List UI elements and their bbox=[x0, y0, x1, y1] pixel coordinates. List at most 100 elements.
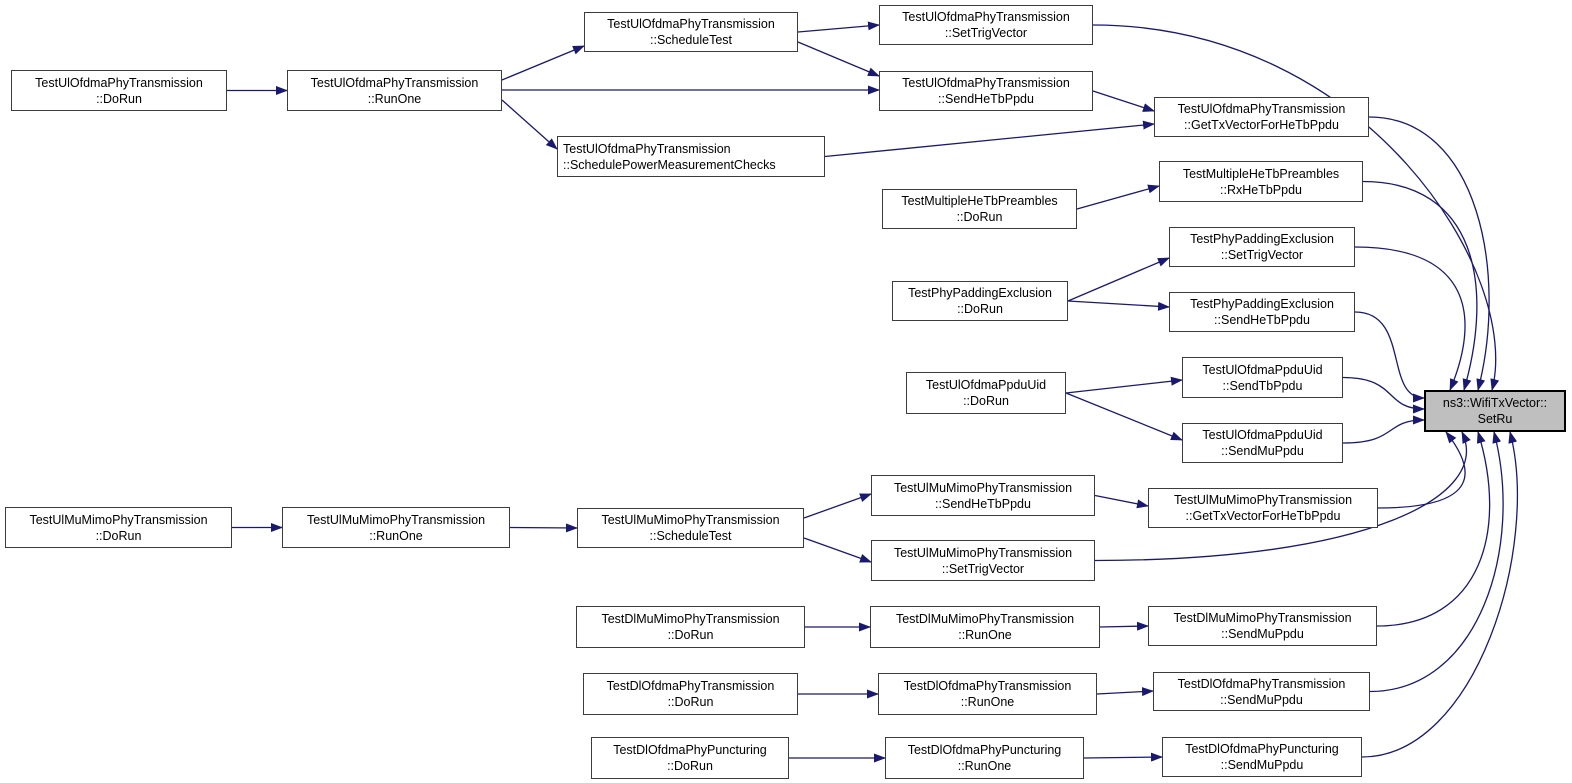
node-label-line2: ::DoRun bbox=[667, 628, 714, 642]
node-label-line1: TestUlOfdmaPpduUid bbox=[1202, 428, 1323, 442]
edge-ppduuid_dorun-ppduuid_sendmuppdu bbox=[1065, 392, 1183, 441]
edge-preambles_rxhetbppdu-setru bbox=[1362, 180, 1478, 391]
node-label-line1: TestDlOfdmaPhyTransmission bbox=[1177, 676, 1346, 691]
edge-ppduuid_sendtbppdu-setru bbox=[1342, 376, 1425, 414]
node-preambles_dorun[interactable]: TestMultipleHeTbPreambles::DoRun bbox=[882, 189, 1077, 229]
node-label-line1: TestDlMuMimoPhyTransmission bbox=[1173, 611, 1352, 625]
node-ulofdma_runone[interactable]: TestUlOfdmaPhyTransmission::RunOne bbox=[287, 70, 502, 111]
edge-puncturing_runone-puncturing_sendmuppdu bbox=[1083, 752, 1163, 762]
node-puncturing_sendmuppdu[interactable]: TestDlOfdmaPhyPuncturing::SendMuPpdu bbox=[1162, 737, 1362, 777]
node-label-line1: TestDlOfdmaPhyTransmission bbox=[606, 679, 775, 693]
edge-ulmumimo_settrigvector-setru bbox=[1094, 431, 1471, 562]
edge-ulofdma_scheduletest-ulofdma_settrigvector bbox=[797, 21, 880, 33]
edge-ulofdma_runone-ulofdma_scheduletest bbox=[501, 45, 585, 81]
node-label-line2: ::SetTrigVector bbox=[944, 26, 1028, 40]
node-label-line1: TestUlMuMimoPhyTransmission bbox=[1173, 493, 1353, 507]
edge-dlofdma_runone-dlofdma_sendmuppdu bbox=[1096, 687, 1154, 697]
node-dlmumimo_runone[interactable]: TestDlMuMimoPhyTransmission::RunOne bbox=[870, 606, 1100, 648]
node-ppduuid_dorun[interactable]: TestUlOfdmaPpduUid::DoRun bbox=[906, 372, 1066, 414]
node-label-line2: ::SchedulePowerMeasurementChecks bbox=[563, 157, 776, 172]
node-ulmumimo_gettxvector[interactable]: TestUlMuMimoPhyTransmission::GetTxVector… bbox=[1148, 488, 1378, 528]
node-label-line2: ::SendMuPpdu bbox=[1221, 444, 1304, 458]
node-label-line1: TestDlOfdmaPhyPuncturing bbox=[907, 743, 1062, 757]
node-dlmumimo_sendmuppdu[interactable]: TestDlMuMimoPhyTransmission::SendMuPpdu bbox=[1148, 606, 1377, 646]
node-label-line2: ::DoRun bbox=[956, 210, 1003, 224]
node-label-line1: TestUlOfdmaPhyTransmission bbox=[902, 76, 1070, 90]
node-ppduuid_sendtbppdu[interactable]: TestUlOfdmaPpduUid::SendTbPpdu bbox=[1182, 357, 1343, 398]
node-label-line1: ns3::WifiTxVector:: bbox=[1442, 396, 1548, 410]
node-ulmumimo_scheduletest[interactable]: TestUlMuMimoPhyTransmission::ScheduleTes… bbox=[577, 508, 804, 548]
node-label-line2: ::SendHeTbPpdu bbox=[935, 496, 1031, 511]
node-label-line1: TestUlOfdmaPpduUid bbox=[1202, 362, 1323, 377]
node-label-line1: TestDlOfdmaPhyPuncturing bbox=[1185, 742, 1339, 756]
node-label-line2: ::ScheduleTest bbox=[649, 529, 732, 543]
node-ulmumimo_sendhetbppdu[interactable]: TestUlMuMimoPhyTransmission::SendHeTbPpd… bbox=[871, 475, 1095, 516]
node-dlofdma_dorun[interactable]: TestDlOfdmaPhyTransmission::DoRun bbox=[583, 673, 798, 715]
node-label-line1: TestPhyPaddingExclusion bbox=[1190, 232, 1334, 246]
node-ulofdma_dorun[interactable]: TestUlOfdmaPhyTransmission::DoRun bbox=[11, 70, 227, 111]
node-label-line2: ::RunOne bbox=[958, 628, 1012, 642]
node-label-line2: ::GetTxVectorForHeTbPpdu bbox=[1184, 118, 1339, 132]
node-padding_dorun[interactable]: TestPhyPaddingExclusion::DoRun bbox=[892, 281, 1068, 321]
node-padding_sendhetbppdu[interactable]: TestPhyPaddingExclusion::SendHeTbPpdu bbox=[1169, 292, 1355, 332]
node-label-line1: TestPhyPaddingExclusion bbox=[1190, 297, 1334, 311]
node-label-line2: ::SetTrigVector bbox=[1220, 248, 1304, 262]
node-label-line1: TestDlOfdmaPhyPuncturing bbox=[613, 743, 767, 757]
edge-preambles_dorun-preambles_rxhetbppdu bbox=[1076, 184, 1160, 210]
node-label-line2: ::RunOne bbox=[960, 695, 1015, 709]
edge-ulmumimo_runone-ulmumimo_scheduletest bbox=[509, 523, 578, 533]
node-padding_settrigvector[interactable]: TestPhyPaddingExclusion::SetTrigVector bbox=[1169, 227, 1355, 267]
edge-ulofdma_gettxvector-setru bbox=[1368, 116, 1490, 391]
node-ulofdma_scheduletest[interactable]: TestUlOfdmaPhyTransmission::ScheduleTest bbox=[584, 12, 798, 52]
edge-padding_dorun-padding_sendhetbppdu bbox=[1067, 300, 1170, 311]
node-ulofdma_powerchecks[interactable]: TestUlOfdmaPhyTransmission::SchedulePowe… bbox=[557, 136, 825, 177]
edge-puncturing_sendmuppdu-setru bbox=[1361, 431, 1518, 758]
node-label-line2: ::RxHeTbPpdu bbox=[1220, 182, 1302, 197]
node-label-line1: TestUlOfdmaPhyTransmission bbox=[563, 141, 731, 156]
node-label-line2: ::SetTrigVector bbox=[941, 561, 1025, 576]
node-ulofdma_settrigvector[interactable]: TestUlOfdmaPhyTransmission::SetTrigVecto… bbox=[879, 5, 1093, 45]
edges-group bbox=[227, 21, 1518, 763]
node-label-line1: TestUlMuMimoPhyTransmission bbox=[893, 545, 1073, 560]
node-dlmumimo_dorun[interactable]: TestDlMuMimoPhyTransmission::DoRun bbox=[576, 606, 805, 648]
edge-ppduuid_sendmuppdu-setru bbox=[1342, 415, 1425, 444]
node-label-line2: SetRu bbox=[1477, 412, 1513, 426]
node-ulofdma_gettxvector[interactable]: TestUlOfdmaPhyTransmission::GetTxVectorF… bbox=[1154, 97, 1369, 137]
node-ulmumimo_runone[interactable]: TestUlMuMimoPhyTransmission::RunOne bbox=[282, 507, 510, 548]
node-preambles_rxhetbppdu[interactable]: TestMultipleHeTbPreambles::RxHeTbPpdu bbox=[1159, 161, 1363, 202]
node-label-line1: TestUlOfdmaPhyTransmission bbox=[1177, 102, 1346, 116]
node-label-line2: ::DoRun bbox=[95, 528, 142, 543]
node-ulofdma_sendhetbppdu[interactable]: TestUlOfdmaPhyTransmission::SendHeTbPpdu bbox=[879, 71, 1093, 111]
node-dlofdma_sendmuppdu[interactable]: TestDlOfdmaPhyTransmission::SendMuPpdu bbox=[1153, 672, 1370, 711]
node-label-line1: TestUlMuMimoPhyTransmission bbox=[29, 512, 208, 527]
node-label-line2: ::DoRun bbox=[667, 759, 713, 773]
edge-padding_settrigvector-setru bbox=[1354, 246, 1466, 391]
node-label-line2: ::SendMuPpdu bbox=[1220, 692, 1303, 707]
node-label-line2: ::DoRun bbox=[96, 91, 142, 106]
node-label-line1: TestUlOfdmaPhyTransmission bbox=[35, 75, 203, 90]
node-ulmumimo_settrigvector[interactable]: TestUlMuMimoPhyTransmission::SetTrigVect… bbox=[871, 540, 1095, 581]
edge-dlmumimo_runone-dlmumimo_sendmuppdu bbox=[1099, 621, 1149, 631]
node-label-line1: TestDlMuMimoPhyTransmission bbox=[895, 612, 1075, 626]
node-label-line2: ::DoRun bbox=[667, 695, 714, 709]
node-label-line1: TestDlMuMimoPhyTransmission bbox=[601, 612, 780, 626]
edge-padding_dorun-padding_settrigvector bbox=[1067, 257, 1170, 302]
node-ppduuid_sendmuppdu[interactable]: TestUlOfdmaPpduUid::SendMuPpdu bbox=[1182, 423, 1343, 463]
node-label-line2: ::SendTbPpdu bbox=[1222, 378, 1303, 393]
node-label-line2: ::SendHeTbPpdu bbox=[1214, 313, 1310, 327]
node-dlofdma_runone[interactable]: TestDlOfdmaPhyTransmission::RunOne bbox=[878, 673, 1097, 715]
node-ulmumimo_dorun[interactable]: TestUlMuMimoPhyTransmission::DoRun bbox=[5, 507, 232, 548]
node-label-line1: TestPhyPaddingExclusion bbox=[908, 286, 1052, 300]
node-label-line2: ::SendMuPpdu bbox=[1220, 758, 1304, 772]
node-puncturing_runone[interactable]: TestDlOfdmaPhyPuncturing::RunOne bbox=[885, 737, 1084, 779]
edge-dlofdma_sendmuppdu-setru bbox=[1369, 431, 1504, 693]
node-label-line1: TestUlMuMimoPhyTransmission bbox=[601, 513, 780, 527]
edge-ulmumimo_scheduletest-ulmumimo_sendhetbppdu bbox=[803, 493, 872, 519]
edge-ulofdma_sendhetbppdu-ulofdma_gettxvector bbox=[1092, 90, 1155, 112]
node-label-line2: ::DoRun bbox=[963, 394, 1009, 408]
edge-ulofdma_scheduletest-ulofdma_sendhetbppdu bbox=[797, 41, 880, 77]
node-label-line2: ::SendMuPpdu bbox=[1221, 627, 1304, 641]
node-label-line1: TestMultipleHeTbPreambles bbox=[901, 194, 1058, 208]
node-puncturing_dorun[interactable]: TestDlOfdmaPhyPuncturing::DoRun bbox=[591, 737, 789, 779]
